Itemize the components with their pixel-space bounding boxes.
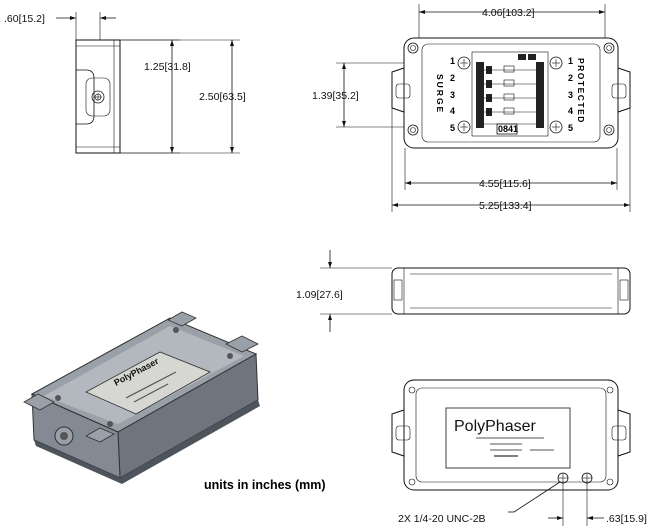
terminal-screw-icon xyxy=(457,56,471,70)
thread-callout: 2X 1/4-20 UNC-2B xyxy=(398,513,486,525)
top-view: 4.06[103.2] xyxy=(312,4,631,212)
side-view: .60[15.2] 1.25[31.8] 2.50[63.5] xyxy=(4,12,246,154)
front-height-dimension: 1.09[27.6] xyxy=(296,289,343,301)
terminal-label: 3 xyxy=(568,90,573,100)
terminal-screw-icon xyxy=(457,120,471,134)
isometric-view: PolyPhaser xyxy=(23,311,260,484)
bottom-view: PolyPhaser 2X 1/4-20 UNC-2B .63[15.9] xyxy=(391,379,647,526)
terminal-label: 2 xyxy=(568,73,573,83)
units-note: units in inches (mm) xyxy=(204,478,326,492)
screw-icon xyxy=(91,90,105,104)
brand-logo-text: PolyPhaser xyxy=(454,418,536,435)
terminal-label: 1 xyxy=(568,56,573,66)
terminal-label: 4 xyxy=(450,106,455,116)
front-view: 1.09[27.6] xyxy=(296,250,631,332)
terminal-label: 4 xyxy=(568,106,573,116)
box-width-dimension: 4.06[103.2] xyxy=(482,7,535,19)
terminal-screw-icon xyxy=(549,120,563,134)
inner-height-dimension: 1.39[35.2] xyxy=(312,90,359,102)
label-plate xyxy=(85,351,211,415)
side-width-dimension: .60[15.2] xyxy=(4,13,45,25)
terminal-label: 2 xyxy=(450,73,455,83)
terminal-label: 1 xyxy=(450,56,455,66)
terminal-screw-icon xyxy=(549,56,563,70)
hole-spacing-dimension: 1.25[31.8] xyxy=(144,61,191,73)
overall-length-dimension: 5.25[133.4] xyxy=(479,200,532,212)
side-height-dimension: 2.50[63.5] xyxy=(199,91,246,103)
terminal-label: 5 xyxy=(568,123,573,133)
part-code: 0841 xyxy=(498,124,518,134)
terminal-label: 3 xyxy=(450,90,455,100)
enclosure-front xyxy=(391,267,631,315)
mount-spacing-dimension: 4.55[115.6] xyxy=(479,178,531,190)
terminal-label: 5 xyxy=(450,123,455,133)
bottom-label-plate xyxy=(445,407,571,469)
protected-label: PROTECTED xyxy=(576,58,586,124)
surge-label: SURGE xyxy=(435,74,445,114)
thread-offset-dimension: .63[15.9] xyxy=(606,513,647,525)
